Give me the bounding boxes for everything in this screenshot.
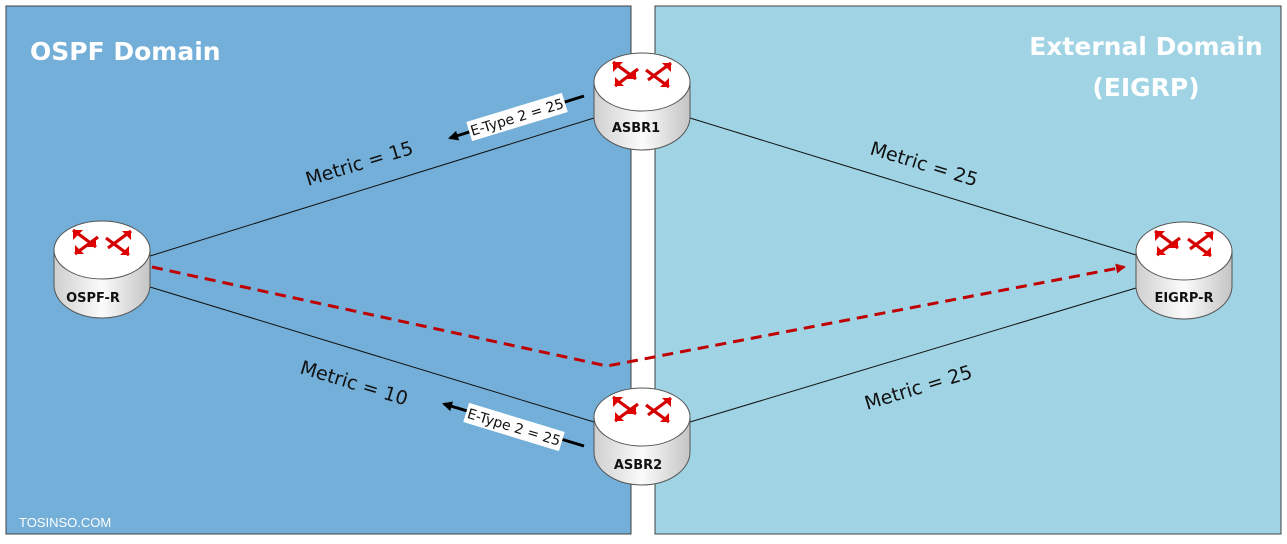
router-asbr1[interactable]: ASBR1: [593, 52, 691, 151]
router-eigrp-r[interactable]: EIGRP-R: [1135, 221, 1233, 320]
link-asbr2-eigrp-r: [689, 287, 1137, 423]
link-ospf-r-asbr1: [149, 117, 595, 257]
router-label-eigrp-r: EIGRP-R: [1154, 291, 1213, 306]
advertisement-box-asbr1: [466, 92, 568, 142]
router-top: [593, 52, 691, 112]
selected-route-path: [151, 263, 1126, 368]
router-top: [1135, 221, 1233, 281]
ospf-domain-title: OSPF Domain: [30, 37, 221, 66]
external-domain-subtitle: (EIGRP): [1092, 73, 1199, 102]
link-ospf-r-asbr2: [149, 286, 595, 423]
router-top: [53, 220, 151, 280]
link-asbr1-eigrp-r: [689, 117, 1137, 256]
router-asbr2[interactable]: ASBR2: [593, 387, 691, 486]
external-domain-title: External Domain: [1029, 32, 1263, 61]
router-label-asbr2: ASBR2: [614, 458, 662, 473]
router-label-ospf-r: OSPF-R: [66, 291, 120, 306]
watermark: TOSINSO.COM: [19, 515, 111, 530]
router-top: [593, 387, 691, 447]
advertisement-box-asbr2: [463, 402, 565, 452]
router-ospf-r[interactable]: OSPF-R: [53, 220, 151, 319]
router-label-asbr1: ASBR1: [612, 121, 660, 136]
